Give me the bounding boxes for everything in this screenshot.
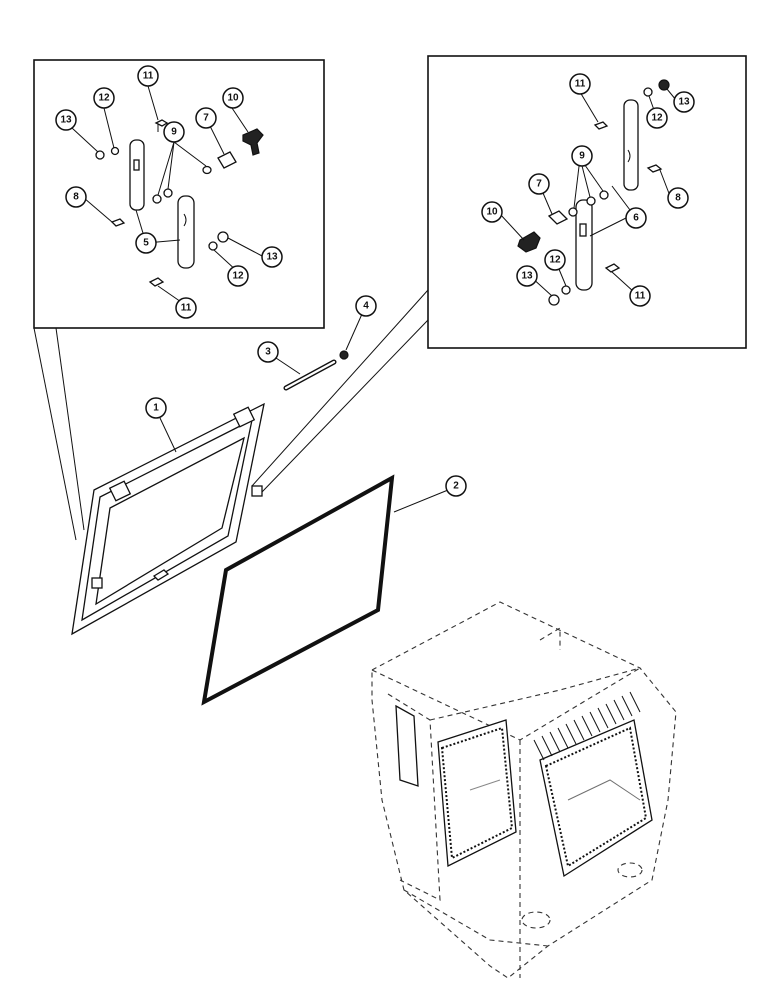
- callout-3: 3: [257, 341, 279, 363]
- bracket-lower-left: [177, 195, 195, 269]
- washer-12-right: [643, 87, 653, 97]
- svg-text:9: 9: [171, 127, 177, 138]
- bolt-8-right: [646, 164, 663, 173]
- bracket-upper-right: [623, 99, 639, 191]
- connector-left-b: [55, 327, 85, 531]
- svg-text:10: 10: [227, 93, 239, 104]
- svg-text:11: 11: [575, 79, 586, 90]
- callout-10-left: 10: [222, 87, 244, 109]
- svg-text:8: 8: [73, 192, 79, 203]
- svg-text:12: 12: [549, 255, 561, 266]
- latch-10-left: [242, 128, 264, 156]
- callout-9-right: 9: [571, 145, 593, 167]
- nut-13-right: [658, 79, 670, 91]
- washer-12-left: [110, 146, 120, 156]
- svg-text:10: 10: [486, 207, 498, 218]
- cab-roof-hatch: [533, 691, 641, 761]
- clip-7-right: [547, 210, 569, 225]
- callout-4: 4: [355, 295, 377, 317]
- detail-box-left: 11 12 13 7 10 9 8 5 12 13 11: [33, 59, 325, 329]
- callout-1: 1: [145, 397, 167, 419]
- nut-13b-left: [217, 231, 229, 243]
- connector-left-a: [33, 327, 77, 541]
- svg-text:3: 3: [265, 347, 271, 358]
- connector-right-a: [251, 289, 429, 487]
- clip-7-left: [217, 151, 237, 169]
- bolt-11-right: [593, 121, 609, 130]
- bracket-upper-left: [129, 139, 145, 211]
- nut-13b-right: [548, 294, 560, 306]
- callout-13-left-bottom: 13: [261, 246, 283, 268]
- callout-12-left-top: 12: [93, 87, 115, 109]
- callout-8-left: 8: [65, 186, 87, 208]
- washer-12b-right: [561, 285, 571, 295]
- bracket-lower-right: [575, 199, 593, 291]
- svg-text:13: 13: [266, 252, 278, 263]
- callout-5-left: 5: [135, 232, 157, 254]
- window-seal-2: [201, 474, 395, 706]
- bolt-8-left: [110, 218, 126, 227]
- callout-13-right-bottom: 13: [516, 265, 538, 287]
- callout-13-right-top: 13: [673, 91, 695, 113]
- svg-text:8: 8: [675, 193, 681, 204]
- callout-11-left-top: 11: [137, 65, 159, 87]
- callout-12-right-top: 12: [646, 107, 668, 129]
- callout-9-left: 9: [163, 121, 185, 143]
- callout-11-right-top: 11: [569, 73, 591, 95]
- callout-6-right: 6: [625, 207, 647, 229]
- svg-text:12: 12: [651, 113, 663, 124]
- svg-text:13: 13: [60, 115, 72, 126]
- svg-text:2: 2: [453, 481, 459, 492]
- svg-text:1: 1: [153, 403, 159, 414]
- svg-text:13: 13: [521, 271, 533, 282]
- cap-4: [339, 350, 349, 360]
- callout-8-right: 8: [667, 187, 689, 209]
- callout-2: 2: [445, 475, 467, 497]
- svg-text:7: 7: [203, 113, 209, 124]
- svg-text:11: 11: [635, 291, 646, 302]
- svg-text:4: 4: [363, 301, 369, 312]
- callout-13-left-top: 13: [55, 109, 77, 131]
- svg-text:5: 5: [143, 238, 149, 249]
- svg-text:6: 6: [633, 213, 639, 224]
- svg-text:13: 13: [678, 97, 690, 108]
- svg-text:12: 12: [232, 271, 244, 282]
- bolt-11b-left: [148, 277, 165, 287]
- svg-text:11: 11: [181, 303, 192, 314]
- cab-outline: [371, 601, 677, 979]
- detail-box-right: 11 13 12 9 7 8 10 6 13 12 11: [427, 55, 747, 349]
- nut-13-left: [95, 150, 105, 160]
- svg-text:7: 7: [536, 179, 542, 190]
- svg-text:12: 12: [98, 93, 110, 104]
- bolt-11b-right: [604, 263, 621, 273]
- callout-11-left-bottom: 11: [175, 297, 197, 319]
- svg-text:9: 9: [579, 151, 585, 162]
- callout-12-right-bottom: 12: [544, 249, 566, 271]
- callout-10-right: 10: [481, 201, 503, 223]
- connector-right-b: [261, 319, 429, 493]
- svg-text:11: 11: [143, 71, 154, 82]
- latch-10-right: [517, 231, 541, 253]
- callout-11-right-bottom: 11: [629, 285, 651, 307]
- callout-7-left: 7: [195, 107, 217, 129]
- window-frame-1: [71, 402, 265, 636]
- washer-12b-left: [208, 241, 218, 251]
- bolt-11-left: [154, 119, 169, 127]
- callout-12-left-bottom: 12: [227, 265, 249, 287]
- callout-7-right: 7: [528, 173, 550, 195]
